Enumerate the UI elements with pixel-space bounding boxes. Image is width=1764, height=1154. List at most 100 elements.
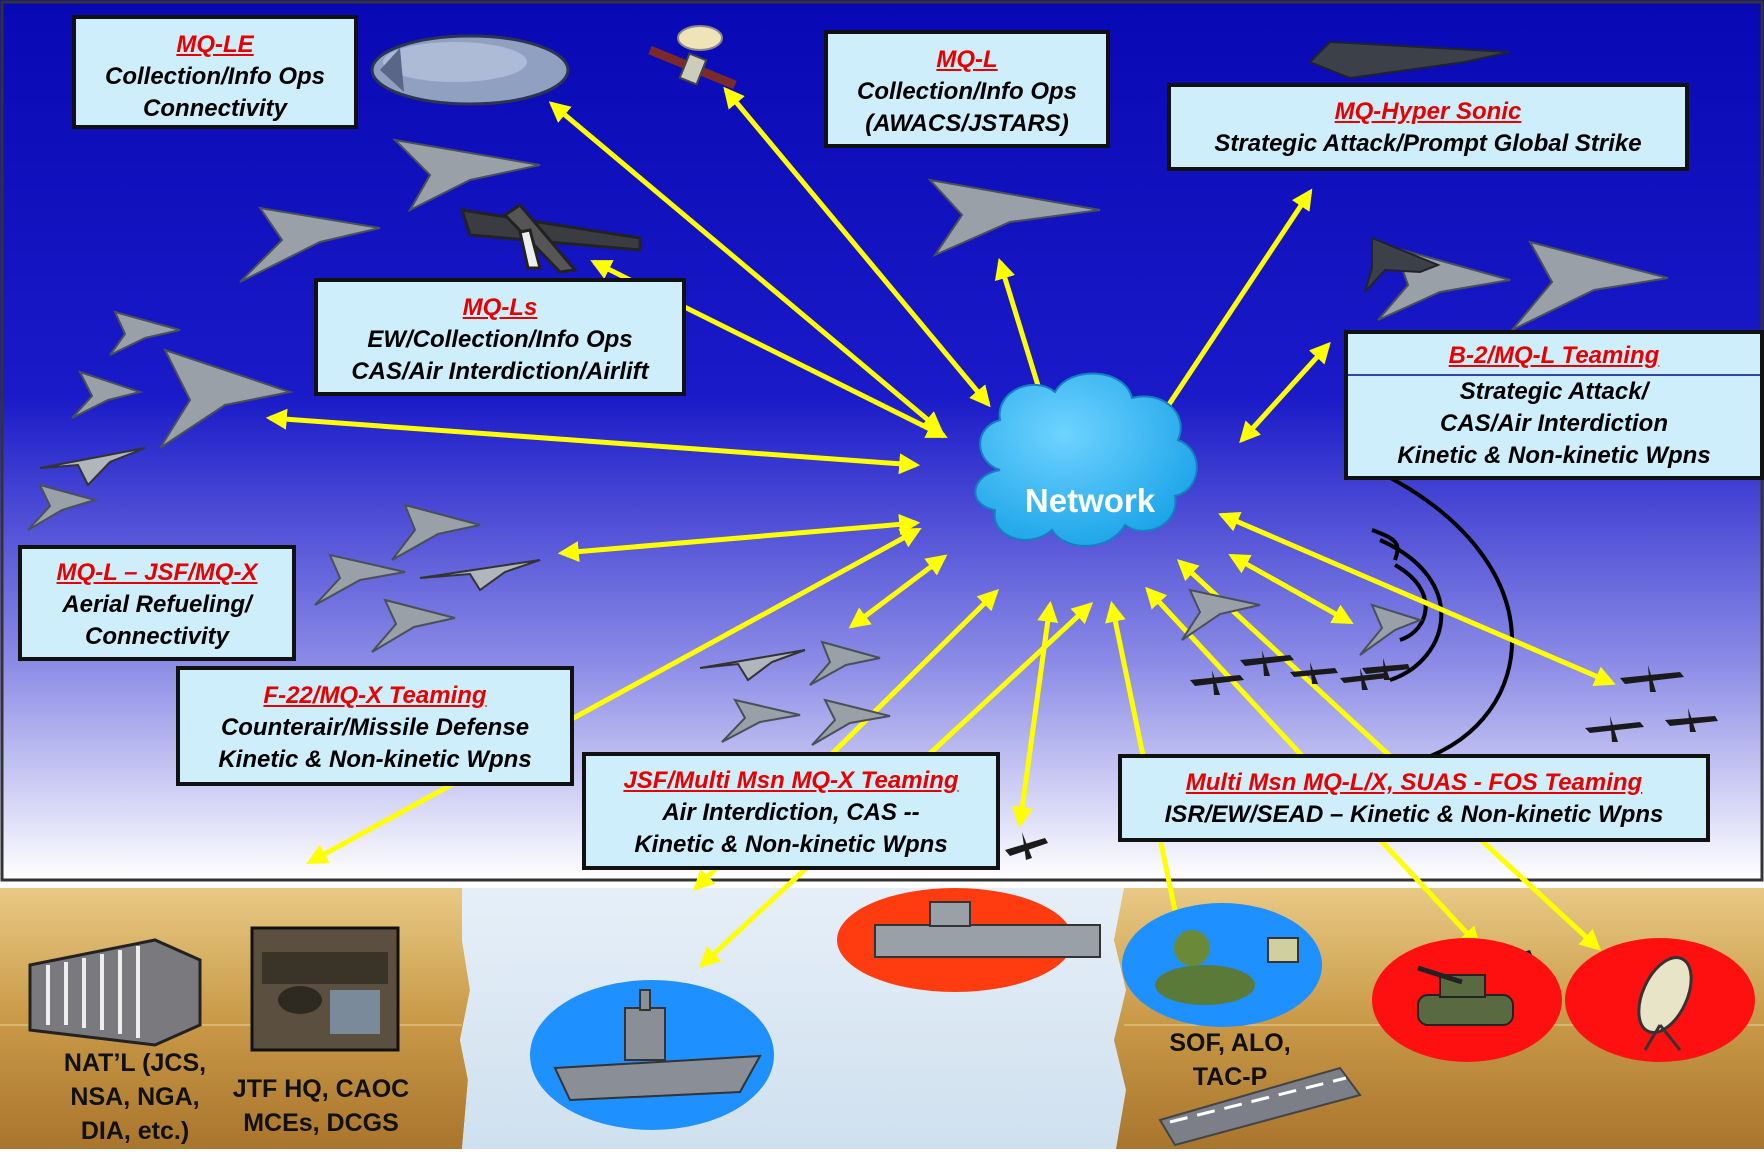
flying-wing-aircraft (71, 370, 144, 419)
arrow-drone-pair (1228, 553, 1354, 625)
flying-wing-aircraft (392, 138, 541, 213)
box-line: Kinetic & Non-kinetic Wpns (634, 831, 948, 858)
network-label: Network (1024, 482, 1156, 519)
flying-wing-aircraft (109, 310, 181, 356)
mq-hyper-sonic-box: MQ-Hyper Sonic Strategic Attack/Prompt G… (1167, 83, 1689, 171)
fighter-jet (39, 447, 146, 487)
flying-wing-aircraft (721, 698, 801, 743)
flying-wing-aircraft (927, 178, 1101, 258)
sof-ellipse (1122, 903, 1322, 1027)
mq-le-box: MQ-LE Collection/Info Ops Connectivity (72, 15, 358, 129)
b2-bomber (1364, 236, 1441, 293)
runway (1158, 1066, 1362, 1147)
small-drone (1190, 670, 1244, 695)
small-drone (1665, 708, 1718, 732)
box-line: EW/Collection/Info Ops (367, 326, 633, 353)
small-drone (1362, 658, 1410, 680)
box-title: MQ-L – JSF/MQ-X (56, 559, 258, 586)
box-line: Aerial Refueling/ (62, 591, 252, 618)
box-line: Collection/Info Ops (105, 63, 325, 90)
hq-building (28, 938, 202, 1047)
flying-wing-aircraft (27, 483, 99, 531)
box-line: Connectivity (142, 95, 288, 122)
box-title: MQ-Ls (462, 294, 538, 321)
flying-wing-aircraft (239, 206, 381, 283)
mq-l-box: MQ-L Collection/Info Ops (AWACS/JSTARS) (824, 30, 1110, 148)
flying-wing-aircraft (1181, 588, 1261, 641)
label-line: NSA, NGA, (70, 1083, 200, 1111)
box-title: F-22/MQ-X Teaming (263, 682, 487, 709)
box-title: JSF/Multi Msn MQ-X Teaming (623, 767, 959, 794)
arrow-hyper (1145, 188, 1313, 440)
box-line: Counterair/Missile Defense (220, 714, 530, 741)
jtf-hq-label: JTF HQ, CAOC MCEs, DCGS (212, 1072, 430, 1140)
box-line: CAS/Air Interdiction (1439, 410, 1668, 437)
label-line: TAC-P (1192, 1063, 1268, 1091)
label-line: JTF HQ, CAOC (232, 1075, 410, 1103)
small-drone (1290, 662, 1338, 684)
label-line: NAT’L (JCS, (63, 1049, 207, 1077)
warship (553, 989, 762, 1102)
box-line: Air Interdiction, CAS -- (662, 799, 920, 826)
small-drone (1585, 716, 1644, 742)
flying-wing-aircraft (159, 348, 294, 449)
amphibious-ship (874, 901, 1101, 958)
box-line: Strategic Attack/Prompt Global Strike (1214, 130, 1642, 157)
arrow-drones (1218, 512, 1616, 686)
natl-agencies-label: NAT’L (JCS, NSA, NGA, DIA, etc.) (40, 1046, 230, 1148)
small-drone (1005, 832, 1048, 860)
mq-ls-box: MQ-Ls EW/Collection/Info Ops CAS/Air Int… (314, 278, 686, 396)
sof-label: SOF, ALO, TAC-P (1150, 1026, 1310, 1094)
arrow-left-fleet (265, 408, 921, 475)
box-title: MQ-LE (176, 31, 254, 58)
jsf-multi-msn-box: JSF/Multi Msn MQ-X Teaming Air Interdict… (582, 752, 1000, 870)
flying-wing-aircraft (371, 598, 456, 653)
small-drone (1620, 665, 1684, 692)
flying-wing-aircraft (811, 698, 891, 746)
box-line: Collection/Info Ops (857, 78, 1077, 105)
box-line: ISR/EW/SEAD – Kinetic & Non-kinetic Wpns (1164, 801, 1664, 828)
flying-wing-aircraft (1511, 240, 1669, 331)
flying-wing-aircraft (1359, 603, 1423, 656)
flying-wing-aircraft (314, 553, 406, 606)
soldier-figure (1155, 930, 1299, 1005)
box-line: Kinetic & Non-kinetic Wpns (1397, 442, 1711, 469)
box-line: Connectivity (84, 623, 230, 650)
arrow-f22 (306, 527, 922, 865)
mq-l-jsf-mq-x-box: MQ-L – JSF/MQ-X Aerial Refueling/ Connec… (18, 545, 296, 661)
flying-wing-aircraft (809, 640, 881, 686)
box-title: MQ-Hyper Sonic (1334, 98, 1522, 125)
hypersonic-aircraft (1308, 40, 1511, 80)
multi-msn-fos-teaming-box: Multi Msn MQ-L/X, SUAS - FOS Teaming ISR… (1118, 754, 1710, 842)
ops-center-photo (250, 926, 400, 1052)
flying-wing-aircraft (391, 503, 481, 561)
box-line: CAS/Air Interdiction/Airlift (351, 358, 649, 385)
tank (1417, 965, 1514, 1026)
small-drone (1240, 650, 1294, 676)
b2-mq-l-teaming-box: B-2/MQ-L Teaming Strategic Attack/ CAS/A… (1344, 330, 1764, 480)
airship (370, 34, 570, 106)
network-arrows (265, 86, 1616, 968)
box-line: Strategic Attack/ (1459, 378, 1649, 405)
label-line: SOF, ALO, (1169, 1029, 1291, 1057)
label-line: DIA, etc.) (80, 1117, 190, 1145)
stealth-aircraft (1308, 40, 1511, 293)
small-drone (1340, 668, 1388, 690)
network-cloud (974, 372, 1198, 547)
f22-mq-x-teaming-box: F-22/MQ-X Teaming Counterair/Missile Def… (176, 666, 574, 786)
box-title: MQ-L (936, 46, 998, 73)
box-line: (AWACS/JSTARS) (865, 110, 1069, 137)
arrow-b2 (1239, 341, 1331, 444)
transport-aircraft (459, 203, 642, 274)
fighter-jet (419, 559, 541, 592)
box-line: Kinetic & Non-kinetic Wpns (218, 746, 532, 773)
satellite (648, 25, 737, 90)
radar-dish (1637, 956, 1693, 1051)
label-line: MCEs, DCGS (243, 1109, 399, 1137)
ops-center-figures (262, 952, 388, 1034)
fighter-jet (699, 649, 806, 682)
fighter-jets (39, 447, 806, 682)
box-title: Multi Msn MQ-L/X, SUAS - FOS Teaming (1185, 769, 1643, 796)
box-title: B-2/MQ-L Teaming (1348, 340, 1760, 376)
